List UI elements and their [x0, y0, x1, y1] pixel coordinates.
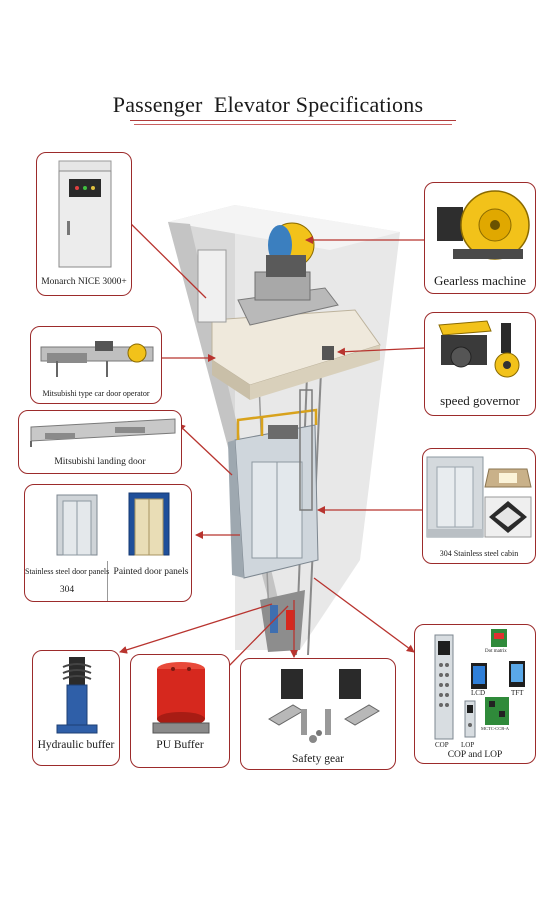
label-lop: LOP: [461, 741, 475, 749]
card-safety-gear: Safety gear: [240, 658, 396, 770]
title-underline-secondary: [134, 124, 452, 125]
label-cop: COP: [435, 741, 449, 749]
card-car-door-operator: Mitsubishi type car door operator: [30, 326, 162, 404]
lop-panel-image: [464, 700, 476, 738]
card-pu-buffer: PU Buffer: [130, 654, 230, 768]
card-controller: Monarch NICE 3000+: [36, 152, 132, 296]
painted-door-panel-image: [128, 492, 170, 556]
dot-matrix-board-image: [491, 629, 507, 647]
caption-safety-gear: Safety gear: [291, 753, 345, 765]
card-cabin: 304 Stainless steel cabin: [422, 448, 536, 564]
card-speed-governor: speed governor: [424, 312, 536, 416]
cop-panel-image: [434, 634, 454, 740]
caption-gearless-machine: Gearless machine: [433, 273, 527, 288]
label-lcd: LCD: [471, 689, 485, 697]
arrow-hydraulic-buffer: [119, 603, 273, 654]
controller-cabinet-image: [58, 160, 112, 268]
speed-governor-image: [438, 320, 520, 378]
card-door-panels: Stainless steel door panels 304 Painted …: [24, 484, 192, 602]
hydraulic-buffer-image: [56, 657, 98, 734]
caption-landing-door: Mitsubishi landing door: [54, 457, 146, 467]
door-panels-divider: [107, 561, 108, 601]
stainless-door-panel-image: [56, 494, 98, 556]
caption-speed-governor: speed governor: [440, 393, 520, 408]
card-landing-door: Mitsubishi landing door: [18, 410, 182, 474]
car-door-operator-image: [40, 341, 154, 377]
card-hydraulic-buffer: Hydraulic buffer: [32, 650, 120, 766]
title-underline: [130, 120, 456, 121]
caption-car-door-operator: Mitsubishi type car door operator: [42, 389, 150, 398]
gearless-machine-image: [437, 190, 530, 260]
caption-controller: Monarch NICE 3000+: [41, 277, 127, 287]
caption-painted-door-panels: Painted door panels: [113, 567, 189, 577]
cabin-interior-image: [426, 456, 484, 538]
caption-pu-buffer: PU Buffer: [156, 739, 204, 751]
arrow-pu-buffer: [221, 605, 289, 674]
caption-stainless-door-panels: Stainless steel door panels: [25, 567, 110, 576]
arrow-controller: [119, 212, 207, 299]
arrow-speed-governor: [337, 347, 426, 356]
caption-cabin: 304 Stainless steel cabin: [439, 549, 519, 558]
tft-display-image: [509, 661, 525, 687]
card-gearless-machine: Gearless machine: [424, 182, 536, 294]
label-control-board: MCTC-CCB-A: [481, 726, 510, 731]
card-cop-lop: Dot matrix LCD TFT MCTC-CCB-A COP LOP CO…: [414, 624, 536, 764]
caption-cop-lop: COP and LOP: [447, 750, 503, 760]
arrow-landing-door: [177, 423, 233, 476]
control-board-image: [485, 697, 509, 725]
safety-gear-image: [268, 669, 380, 743]
cabin-floor-image: [484, 496, 532, 538]
label-dot-matrix: Dot matrix: [485, 649, 507, 654]
page-title: Passenger Elevator Specifications: [112, 92, 424, 117]
landing-door-image: [30, 418, 176, 447]
label-tft: TFT: [511, 689, 524, 697]
caption-hydraulic-buffer: Hydraulic buffer: [37, 739, 115, 751]
pu-buffer-image: [152, 662, 210, 734]
lcd-display-image: [471, 663, 487, 689]
arrow-cop-lop: [313, 577, 415, 653]
caption-door-panels-grade: 304: [59, 585, 75, 595]
cabin-ceiling-image: [484, 468, 532, 488]
